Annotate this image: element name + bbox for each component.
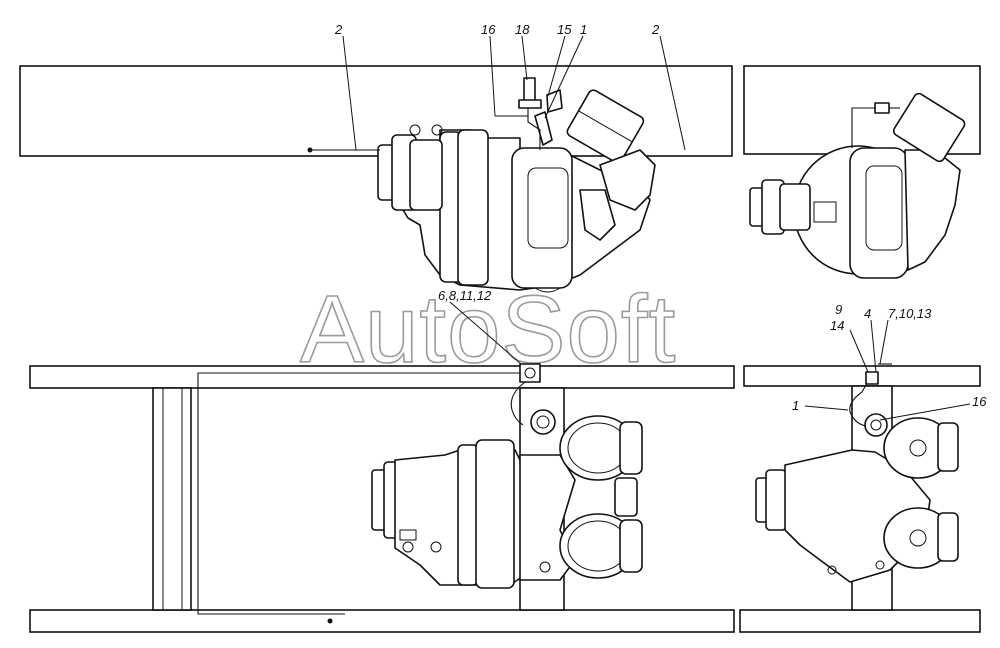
callout-6-8-11-12: 6,8,11,12 [438,288,492,303]
top-left-side-view: 2 16 18 15 1 2 [19,22,733,293]
callout-9: 9 [835,302,842,317]
harness-wire-bottom-right [849,377,871,427]
callout-4: 4 [864,306,871,321]
gearbox-end-right [749,92,966,279]
gearbox-plan-right [755,413,959,583]
callout-2-right: 2 [651,22,660,37]
crossmember-left [152,387,192,611]
harness-wire-bottom-left [197,372,525,615]
callout-16-top: 16 [481,22,496,37]
frame-rail-mid-right [743,365,981,387]
gearbox-side-left [377,77,656,293]
connector-block-6-8-11-12 [519,363,541,383]
callout-7-10-13: 7,10,13 [888,306,932,321]
harness-wire-top-right [851,107,875,148]
callout-16-right: 16 [972,394,987,409]
callout-1-top: 1 [580,22,587,37]
callout-1-right: 1 [792,398,799,413]
frame-rail-bottom-left [29,609,735,633]
frame-rail-mid-left [29,365,735,389]
frame-rail-bottom-right [739,609,981,633]
callout-14: 14 [830,318,844,333]
gearbox-plan-left [371,409,643,589]
top-right-end-view [743,65,981,279]
callout-2-left: 2 [334,22,343,37]
bottom-left-plan-view: 6,8,11,12 [29,288,735,633]
bottom-right-plan-view: 9 14 4 7,10,13 1 16 [739,302,987,633]
callout-18: 18 [515,22,530,37]
callout-15: 15 [557,22,572,37]
